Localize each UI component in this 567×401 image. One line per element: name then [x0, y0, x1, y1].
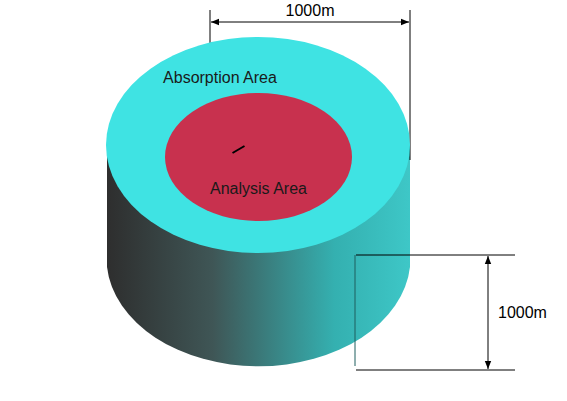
- extension-line: [210, 10, 211, 48]
- dimension-label: 1000m: [284, 2, 337, 20]
- source-mark: [233, 146, 245, 153]
- wall-line: [355, 255, 356, 366]
- absorption-region: Absorption AreaAnalysis Area: [106, 37, 410, 253]
- extension-line: [356, 370, 515, 371]
- dimension-label: 1000m: [496, 304, 549, 322]
- region-label: Absorption Area: [163, 69, 277, 87]
- extension-line: [410, 10, 411, 160]
- ellipse-outline: [165, 93, 352, 221]
- dimension-line: [488, 256, 489, 369]
- region-fill: [106, 37, 410, 253]
- extension-line: [356, 255, 515, 256]
- dimension-line: [211, 22, 409, 23]
- region-fill: [165, 93, 352, 221]
- region-label: Analysis Area: [210, 180, 307, 198]
- analysis-region: Analysis Area: [165, 93, 352, 221]
